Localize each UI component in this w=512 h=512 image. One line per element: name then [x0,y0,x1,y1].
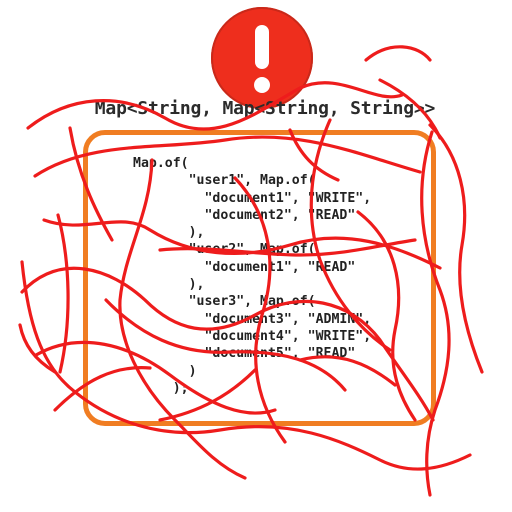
code-line: "user2", Map.of( [133,242,316,258]
exclamation-dot [254,77,270,93]
code-block: Map.of( "user1", Map.of( "document1", "W… [133,155,371,397]
code-line: ) [133,363,197,379]
code-line: "document2", "READ" [133,207,356,223]
code-line: "document1", "READ" [133,259,356,275]
code-line: "user3", Map.of( [133,294,316,310]
type-signature-title: Map<String, Map<String, String>> [94,98,436,119]
code-line: "document3", "ADMIN", [133,311,372,327]
code-line: "document4", "WRITE", [133,328,372,344]
code-line: "user1", Map.of( [133,173,316,189]
alert-icon [211,7,313,109]
code-line: "document5", "READ" [133,346,356,362]
code-line: Map.of( [133,156,189,171]
code-line: "document1", "WRITE", [133,190,372,206]
code-line: ); [133,380,189,396]
code-line: ), [133,277,205,293]
code-line: ), [133,225,205,241]
exclamation-bar [255,25,269,69]
